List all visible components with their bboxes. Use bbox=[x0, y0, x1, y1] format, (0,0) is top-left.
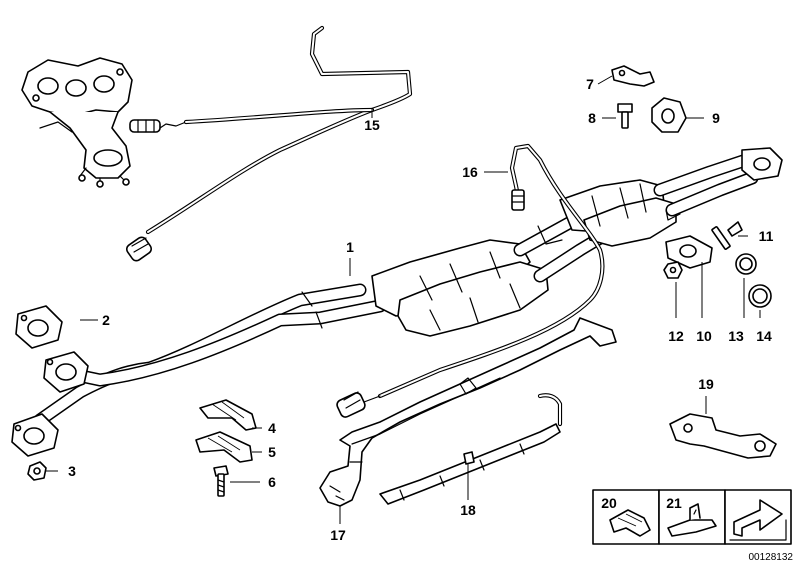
callout-20: 20 bbox=[601, 495, 617, 511]
gasket-2 bbox=[11, 305, 89, 457]
front-pipe-1 bbox=[33, 147, 783, 427]
support-bracket-17 bbox=[319, 317, 617, 507]
callout-10: 10 bbox=[696, 328, 712, 344]
clamp-4-5 bbox=[195, 399, 257, 463]
bolt-8 bbox=[617, 103, 633, 129]
legend-boxes: 20 21 bbox=[592, 489, 792, 545]
oxygen-sensor-15 bbox=[125, 25, 413, 262]
callout-3: 3 bbox=[68, 463, 76, 479]
callout-17: 17 bbox=[330, 527, 346, 543]
callout-1: 1 bbox=[346, 239, 354, 255]
callout-16: 16 bbox=[462, 164, 478, 180]
exhaust-manifold bbox=[21, 57, 133, 188]
callout-21: 21 bbox=[666, 495, 682, 511]
ring-13 bbox=[735, 253, 757, 275]
oxygen-sensor-16 bbox=[336, 143, 605, 418]
rubber-mount-9 bbox=[651, 97, 687, 133]
bracket-19 bbox=[669, 413, 777, 459]
callout-8: 8 bbox=[588, 110, 596, 126]
callout-6: 6 bbox=[268, 474, 276, 490]
callout-numbers: 1 2 3 4 5 6 7 8 9 10 11 12 13 14 15 16 1… bbox=[68, 76, 774, 543]
nut-3 bbox=[27, 461, 47, 481]
callout-2: 2 bbox=[102, 312, 110, 328]
arrow-icon bbox=[733, 499, 783, 537]
callout-14: 14 bbox=[756, 328, 772, 344]
reference-number: 00128132 bbox=[749, 552, 794, 563]
leader-lines bbox=[46, 75, 761, 524]
callout-19: 19 bbox=[698, 376, 714, 392]
bolt-6 bbox=[213, 465, 229, 497]
callout-12: 12 bbox=[668, 328, 684, 344]
ring-14 bbox=[748, 284, 772, 308]
bracket-7 bbox=[611, 65, 655, 87]
callout-7: 7 bbox=[586, 76, 594, 92]
callout-15: 15 bbox=[364, 117, 380, 133]
callout-4: 4 bbox=[268, 420, 276, 436]
flange-gasket-10 bbox=[665, 235, 713, 269]
callout-9: 9 bbox=[712, 110, 720, 126]
callout-5: 5 bbox=[268, 444, 276, 460]
callout-11: 11 bbox=[759, 228, 774, 244]
callout-18: 18 bbox=[460, 502, 476, 518]
callout-13: 13 bbox=[728, 328, 744, 344]
heat-shield-18 bbox=[379, 393, 563, 505]
bolt-11 bbox=[711, 221, 743, 250]
nut-12 bbox=[663, 261, 683, 279]
